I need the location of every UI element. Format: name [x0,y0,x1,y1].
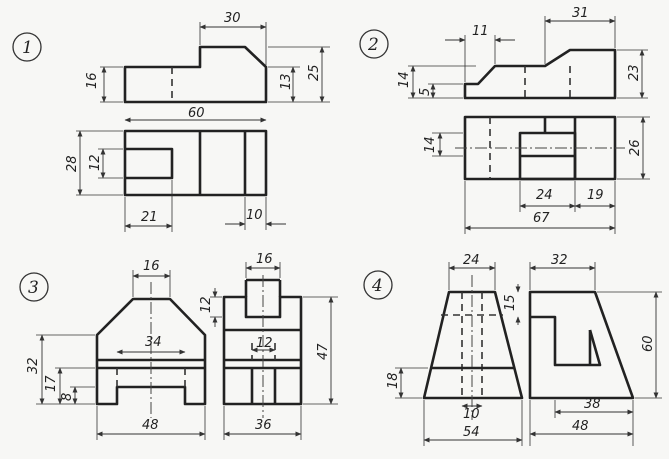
dim-label: 23 [627,64,642,81]
dim-label: 24 [463,253,480,268]
dim-label: 10 [463,407,480,422]
dim-label: 17 [44,375,59,392]
dim-label: 30 [224,11,241,26]
figure-number-badge: 2 [359,29,389,59]
figure-4: 4 24 32 15 [363,253,662,446]
dim-label: 14 [423,136,438,153]
side-view [528,290,635,400]
dim-label: 28 [65,155,80,172]
dim-label: 10 [246,208,263,223]
dimensions: 30 16 13 25 60 28 12 21 [65,11,330,232]
dimensions: 11 31 14 5 23 14 26 [397,6,650,234]
dim-label: 38 [584,397,601,412]
dim-label: 60 [641,335,656,352]
figure-number: 2 [367,35,379,55]
dim-label: 12 [256,336,273,351]
dim-label: 12 [199,296,214,313]
dim-label: 36 [255,418,272,433]
dim-label: 8 [60,393,75,401]
figure-1: 1 30 16 13 [12,11,330,232]
dim-label: 13 [279,73,294,90]
dim-label: 26 [628,139,643,156]
dim-label: 19 [587,188,604,203]
dim-label: 34 [145,335,162,350]
figure-number-badge: 3 [19,272,49,302]
top-view [123,129,268,197]
dim-label: 48 [142,418,159,433]
dim-label: 11 [472,24,489,39]
dim-label: 18 [386,372,401,389]
figure-2: 2 11 31 [359,6,650,234]
dim-label: 32 [551,253,568,268]
figure-number: 4 [371,276,383,296]
figure-number: 1 [22,38,33,58]
figure-number: 3 [28,278,39,298]
dim-label: 16 [85,72,100,89]
dim-label: 16 [143,259,160,274]
figure-3: 3 16 [19,252,338,440]
dim-label: 24 [536,188,553,203]
front-view [123,45,268,104]
dimensions: 24 32 15 60 18 38 10 54 [386,253,662,446]
dim-label: 31 [572,6,589,21]
dim-label: 32 [26,357,41,374]
dim-label: 14 [397,71,412,88]
dim-label: 16 [256,252,273,267]
dim-label: 5 [418,88,433,96]
dim-label: 25 [307,64,322,81]
dim-label: 47 [316,343,331,360]
figure-number-badge: 4 [363,270,393,300]
figure-number-badge: 1 [12,32,42,62]
dim-label: 60 [188,106,205,121]
dim-label: 48 [572,419,589,434]
dim-label: 12 [88,154,103,171]
front-view [463,48,617,100]
dim-label: 67 [533,211,550,226]
dim-label: 21 [141,210,158,225]
front-view [422,275,524,420]
front-view [95,282,207,418]
top-view [455,115,625,181]
dim-label: 15 [503,294,518,311]
side-view [222,275,303,418]
dimensions: 16 16 12 32 34 12 47 17 [26,252,338,440]
dim-label: 54 [463,425,480,440]
